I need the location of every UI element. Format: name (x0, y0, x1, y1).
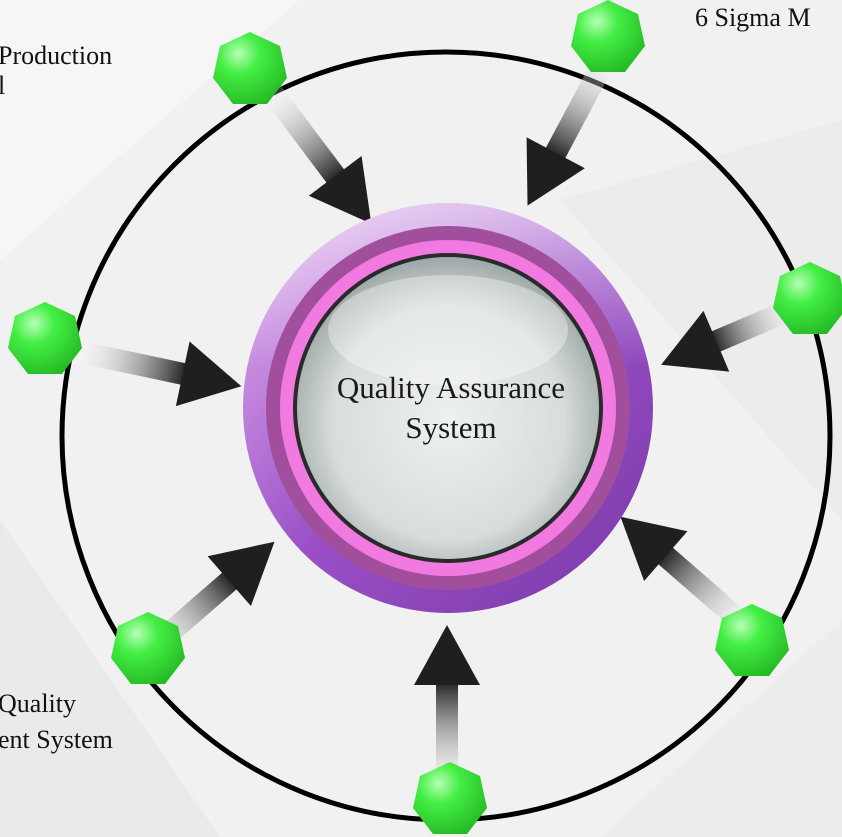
label-top-right: 6 Sigma M (695, 3, 811, 32)
label-top-left-line2: l (0, 71, 6, 100)
node-bottom-right (715, 604, 789, 676)
label-bottom-left: Quality ent System (0, 688, 113, 756)
label-top-left: Production l (0, 40, 112, 102)
label-bottom-left-line1: Quality (0, 689, 76, 718)
arrow-bottom (414, 625, 480, 790)
node-bottom-left (111, 612, 185, 684)
label-bottom-left-line2: ent System (0, 725, 113, 754)
node-top-left (213, 32, 287, 104)
central-hub (243, 203, 653, 613)
label-top-left-line1: Production (0, 41, 113, 70)
arrow-left (77, 341, 242, 407)
center-label-line2: System (405, 410, 497, 445)
node-top-right (571, 0, 645, 72)
center-label-line1: Quality Assurance (336, 370, 566, 405)
arrow-top-left (263, 85, 372, 224)
node-left (8, 302, 82, 374)
node-right (773, 262, 842, 334)
arrow-top-right (526, 54, 615, 206)
arrow-bottom-right (620, 516, 753, 634)
arrow-right (661, 299, 795, 372)
center-label: Quality Assurance System (291, 368, 611, 448)
node-bottom (413, 762, 487, 834)
